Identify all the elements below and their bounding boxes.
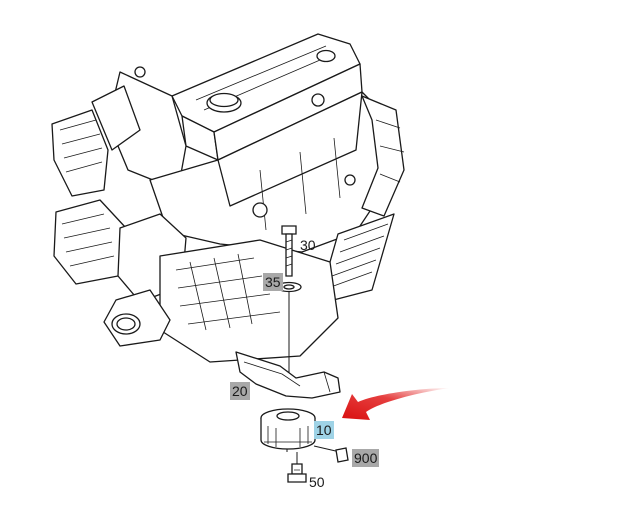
part-label-10: 10 [314, 421, 334, 439]
engine-block [51, 33, 405, 363]
red-arrow-icon [342, 388, 450, 420]
washer-35 [276, 281, 302, 293]
part-label-35: 35 [263, 273, 283, 291]
accessory-900 [335, 447, 349, 463]
bracket-20 [235, 351, 341, 399]
bolt-30 [281, 225, 297, 277]
mount-bolt-50 [287, 463, 307, 483]
part-label-900: 900 [352, 449, 380, 467]
part-label-30: 30 [300, 237, 316, 253]
part-label-50: 50 [309, 474, 325, 490]
engine-mount-10 [260, 408, 316, 450]
part-label-20: 20 [230, 382, 250, 400]
